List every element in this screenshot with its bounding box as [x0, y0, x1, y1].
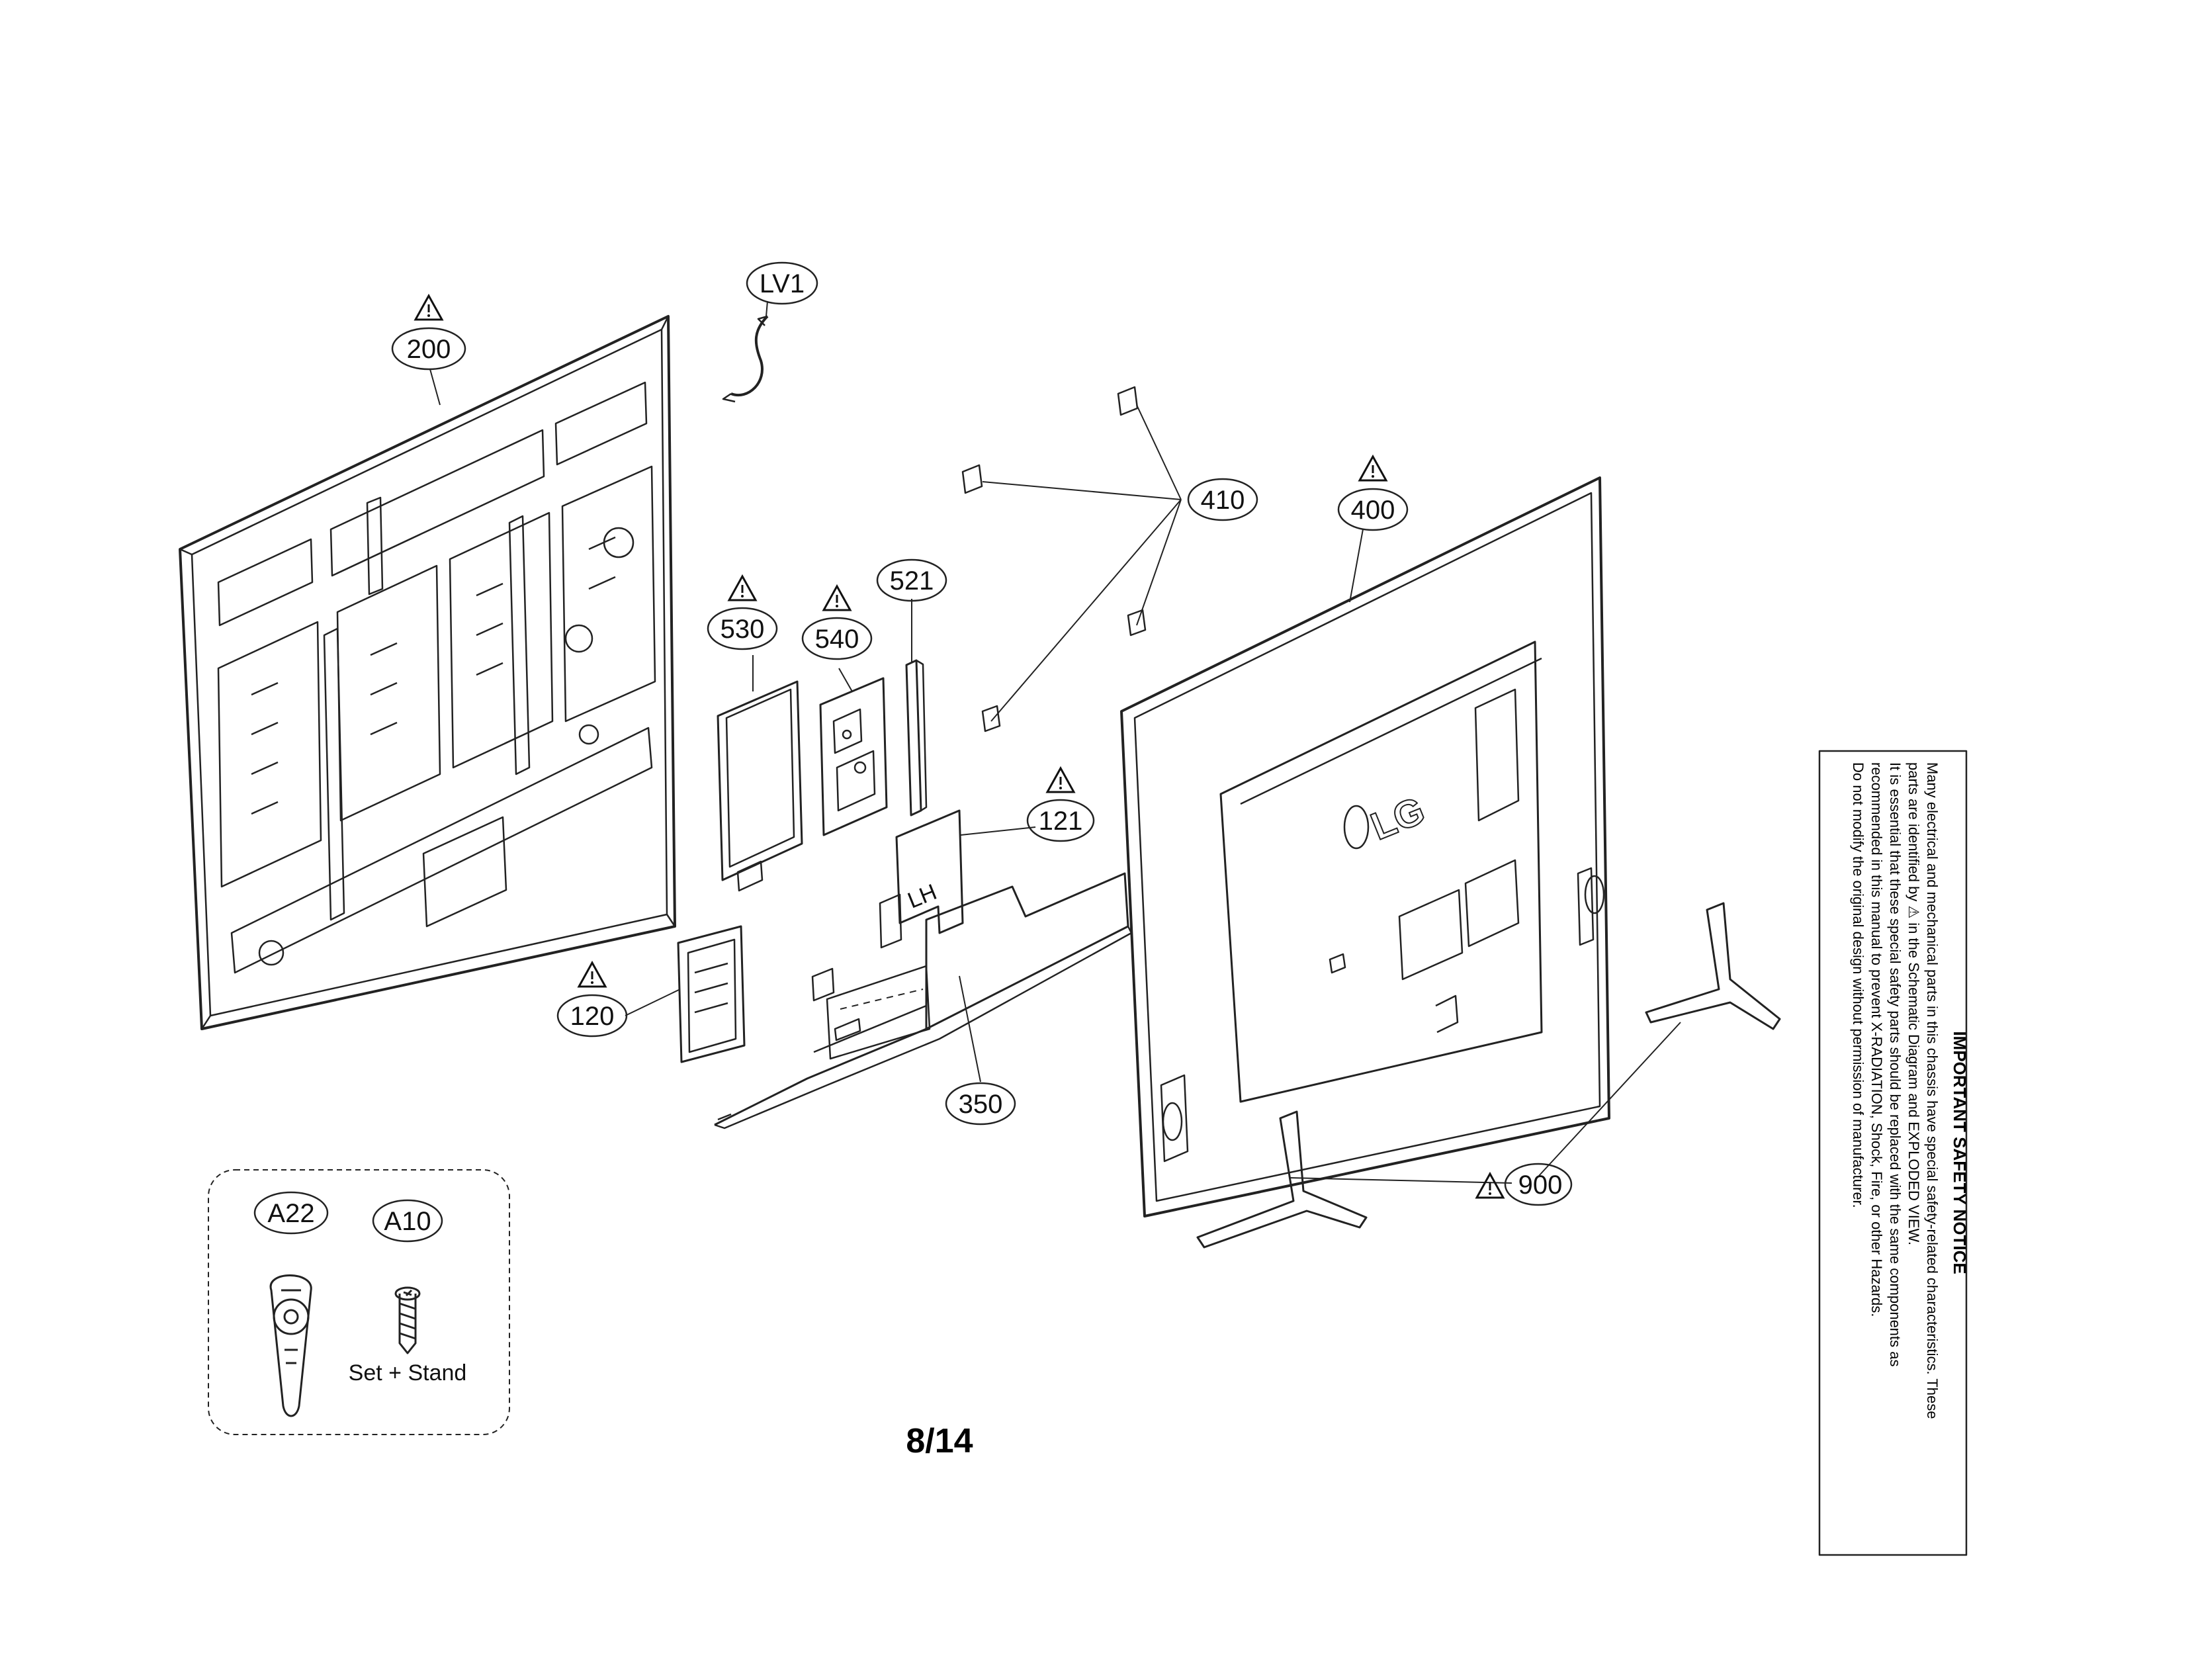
- callout-121: 121: [1039, 807, 1083, 836]
- callout-521: 521: [890, 566, 934, 596]
- main-board-540: [819, 677, 888, 836]
- callout-530: 530: [721, 615, 765, 644]
- safety-notice-title: IMPORTANT SAFETY NOTICE: [1950, 1031, 1970, 1274]
- safety-notice-line: Do not modify the original design withou…: [1850, 762, 1866, 1208]
- small-bracket: [811, 967, 861, 1041]
- warning-triangle-icon: [578, 961, 607, 988]
- warning-triangle-icon: [414, 294, 443, 321]
- power-board-530: [717, 680, 803, 892]
- safety-notice-line: parts are identified by ⚠ in the Schemat…: [1905, 762, 1922, 1245]
- cover-121: [879, 809, 964, 949]
- remote-control-icon: [269, 1274, 312, 1417]
- callout-900: 900: [1518, 1171, 1563, 1200]
- cable-lv1: [722, 315, 769, 403]
- frame-350: [714, 872, 1133, 1129]
- safety-notice-box: [1818, 750, 1968, 1556]
- warning-triangle-icon: [1046, 767, 1075, 793]
- accessory-caption: Set + Stand: [349, 1360, 467, 1386]
- callout-350: 350: [959, 1090, 1003, 1119]
- callout-410: 410: [1201, 486, 1245, 515]
- safety-notice-line: It is essential that these special safet…: [1887, 762, 1904, 1367]
- back-cover-400: [1120, 476, 1610, 1217]
- warning-triangle-icon: [1475, 1172, 1505, 1199]
- callout-120: 120: [570, 1002, 615, 1031]
- accessory-box: [208, 1169, 510, 1435]
- page-number: 8/14: [906, 1422, 973, 1460]
- clips-410: [961, 386, 1147, 732]
- safety-notice: IMPORTANT SAFETY NOTICE Many electrical …: [1850, 762, 1970, 1419]
- safety-notice-line: Many electrical and mechanical parts in …: [1924, 762, 1941, 1419]
- bracket-521: [905, 659, 928, 817]
- brand-logo: LG: [1365, 789, 1430, 848]
- callout-ellipses: [253, 261, 1573, 1243]
- callout-540: 540: [815, 625, 859, 654]
- board-120: [677, 925, 746, 1063]
- callout-400: 400: [1351, 496, 1395, 525]
- warning-triangle-icon: [1358, 455, 1387, 482]
- stand-900: [1196, 902, 1781, 1249]
- warning-triangle-icon: [822, 585, 852, 611]
- display-module-200: [179, 315, 676, 1030]
- callout-a22: A22: [267, 1199, 314, 1228]
- warning-triangle-icon: [728, 575, 757, 601]
- leader-lines: [429, 300, 1681, 1184]
- callout-lv1: LV1: [760, 269, 805, 298]
- callout-200: 200: [407, 335, 451, 364]
- callout-a10: A10: [384, 1207, 431, 1236]
- safety-notice-line: recommended in this manual to prevent X-…: [1868, 762, 1885, 1317]
- screw-icon: [394, 1286, 421, 1354]
